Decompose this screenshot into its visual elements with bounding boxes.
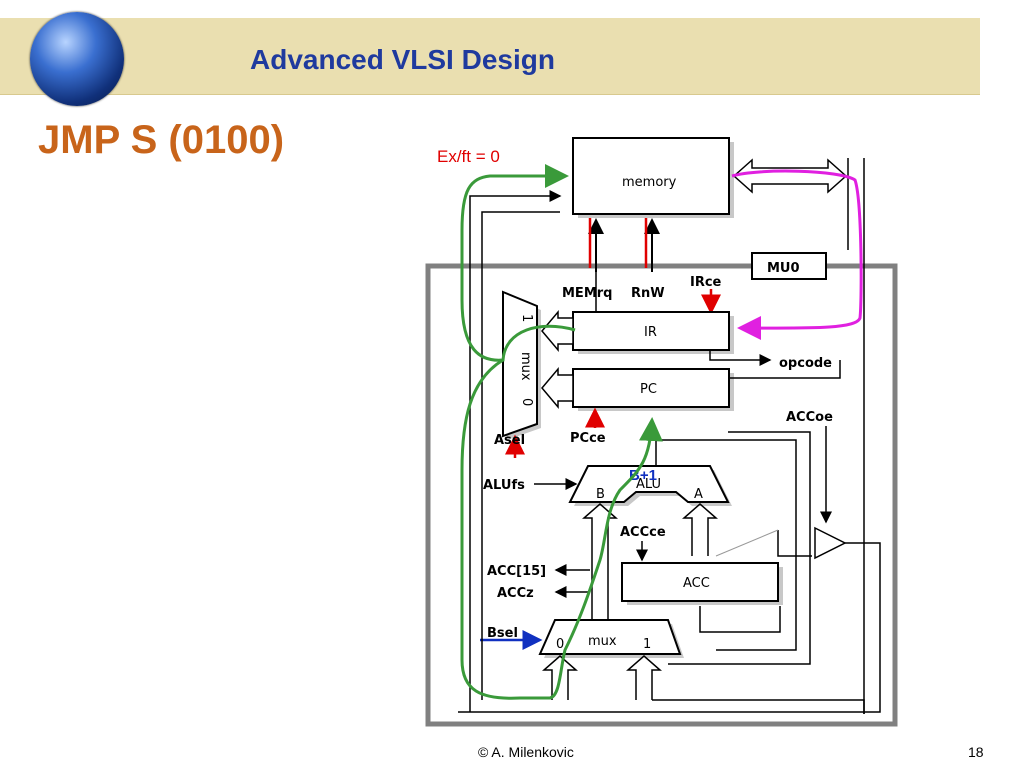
mu0-label-box	[751, 252, 827, 280]
address-mux-label: mux	[518, 352, 533, 381]
footer-author: © A. Milenkovic	[478, 744, 574, 760]
pcce-label: PCce	[570, 431, 606, 446]
memrq-label: MEMrq	[562, 286, 612, 301]
bsel-label: Bsel	[487, 626, 518, 641]
header-banner	[0, 18, 980, 95]
alu-label: ALU	[636, 477, 661, 492]
ir-register	[572, 311, 730, 351]
slide-title: JMP S (0100)	[38, 118, 285, 162]
footer-page-number: 18	[968, 744, 984, 760]
address-mux-in0: 0	[519, 398, 534, 406]
course-title: Advanced VLSI Design	[250, 44, 555, 75]
accz-label: ACCz	[497, 586, 534, 601]
address-mux-in1: 1	[519, 314, 534, 322]
bsel-mux-in1: 1	[643, 637, 651, 652]
memory-block	[572, 137, 730, 215]
memory-data-bus	[732, 158, 848, 194]
irce-label: IRce	[690, 275, 722, 290]
rnw-label: RnW	[631, 286, 665, 301]
memory-label: memory	[622, 175, 677, 190]
accce-label: ACCce	[620, 525, 666, 540]
bsel-mux-in0: 0	[556, 637, 564, 652]
pc-register	[572, 368, 730, 408]
alu-a-input: A	[694, 487, 703, 502]
exft-label: Ex/ft = 0	[437, 147, 500, 166]
accoe-label: ACCoe	[786, 410, 833, 425]
opcode-label: opcode	[779, 356, 832, 371]
acc-output-buffer	[814, 526, 847, 560]
alu-b-input: B	[596, 487, 605, 502]
acc15-label: ACC[15]	[487, 564, 546, 579]
acc-label: ACC	[683, 576, 710, 591]
pc-label: PC	[640, 382, 657, 397]
memory-to-ir-path	[731, 169, 863, 341]
alu	[568, 465, 730, 503]
asel-label: Asel	[494, 433, 525, 448]
alufs-label: ALUfs	[483, 478, 525, 493]
bsel-mux-label: mux	[588, 634, 617, 649]
jump-address-path	[460, 164, 576, 362]
ir-label: IR	[644, 325, 657, 340]
mu0-label: MU0	[767, 261, 800, 276]
mu0-frame	[425, 263, 898, 727]
acc-register	[621, 562, 779, 602]
globe-icon	[30, 12, 124, 106]
